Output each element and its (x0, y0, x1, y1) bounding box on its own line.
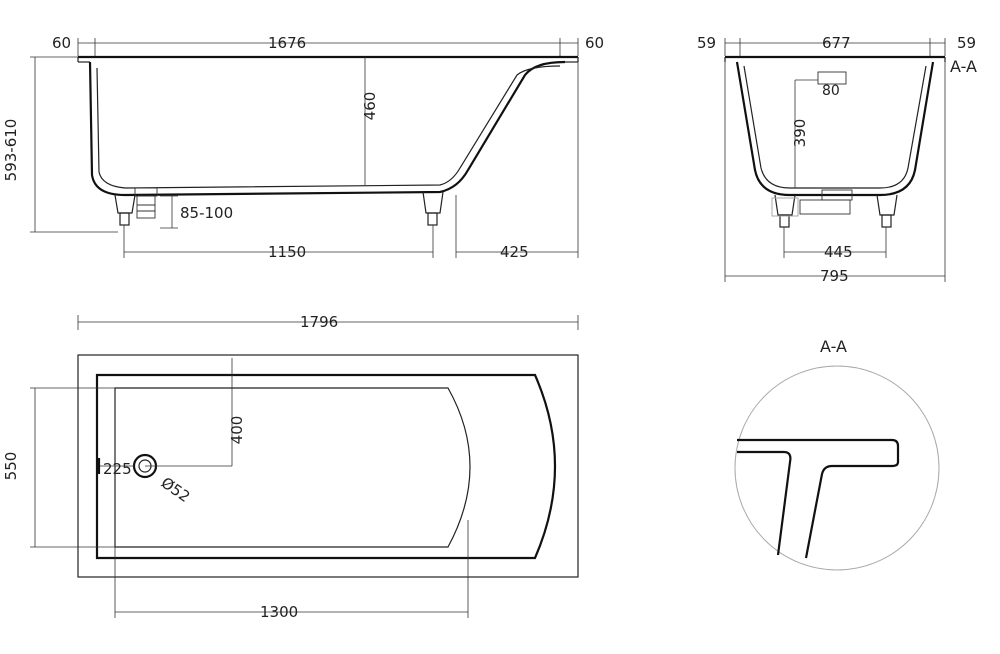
plan-view: 1796 550 400 225 Ø52 1300 (2, 313, 579, 621)
side-top-right-offset: 60 (585, 34, 604, 52)
side-drain-height: 85-100 (180, 204, 233, 222)
detail-view: A-A (734, 337, 940, 571)
end-legs-spacing: 445 (824, 243, 853, 261)
end-section-label: A-A (950, 57, 977, 76)
side-top-length: 1676 (268, 34, 306, 52)
side-total-height: 593-610 (2, 119, 20, 182)
end-total-width: 795 (820, 267, 849, 285)
side-top-left-offset: 60 (52, 34, 71, 52)
detail-section-label: A-A (820, 337, 847, 356)
side-right-leg-offset: 425 (500, 243, 529, 261)
side-depth: 460 (361, 92, 379, 121)
plan-drain-offset-x: 225 (103, 460, 132, 478)
end-left-offset: 59 (697, 34, 716, 52)
end-overflow-height: 390 (791, 119, 809, 148)
side-legs-spacing: 1150 (268, 243, 306, 261)
end-right-offset: 59 (957, 34, 976, 52)
side-view: 60 1676 60 85-100 460 593-610 (2, 34, 604, 261)
plan-drain-diameter: Ø52 (158, 474, 194, 506)
end-top-width: 677 (822, 34, 851, 52)
end-overflow-width: 80 (822, 83, 840, 99)
plan-drain-offset-y: 400 (228, 416, 246, 445)
plan-total-length: 1796 (300, 313, 338, 331)
end-view: 59 677 59 A-A 80 390 445 795 (697, 34, 977, 285)
plan-inner-length: 1300 (260, 603, 298, 621)
plan-total-width: 550 (2, 452, 20, 481)
